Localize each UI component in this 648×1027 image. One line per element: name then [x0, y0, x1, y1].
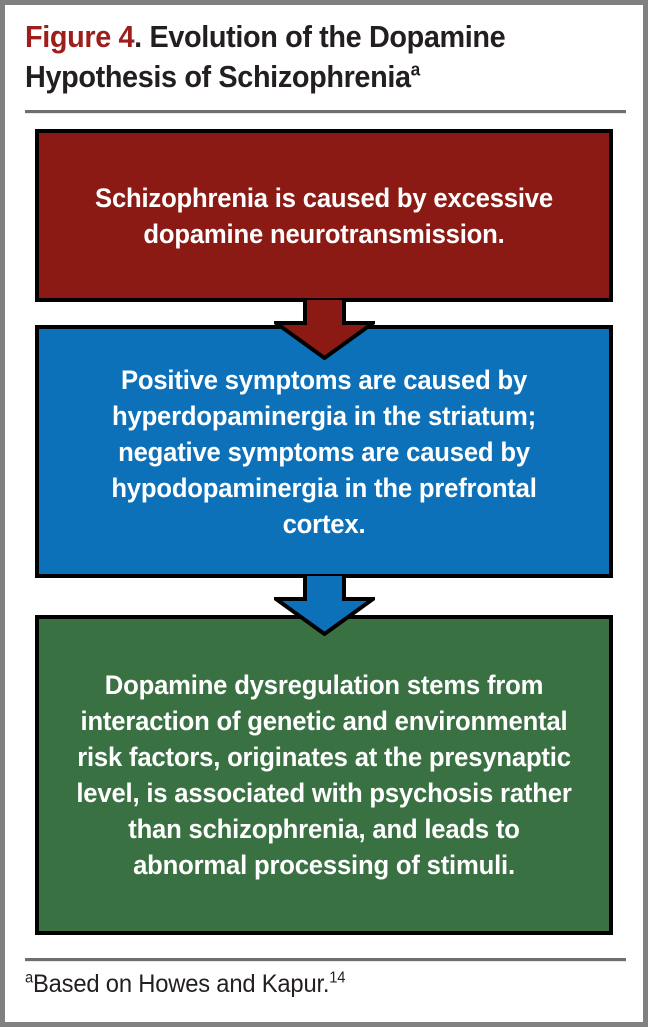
figure-title-text: Evolution of the Dopamine Hypothesis of … [25, 19, 506, 94]
figure-title: Figure 4. Evolution of the Dopamine Hypo… [25, 17, 583, 97]
footnote-reference: 14 [329, 969, 346, 987]
flow-box-hypothesis-1-text: Schizophrenia is caused by excessive dop… [95, 182, 553, 249]
footnote-divider [25, 958, 626, 962]
figure-footnote: aBased on Howes and Kapur.14 [25, 968, 595, 1000]
figure-label: Figure 4 [25, 19, 135, 54]
flow-arrow-down-red [274, 298, 375, 360]
flow-box-hypothesis-2-text: Positive symptoms are caused by hyperdop… [111, 364, 537, 539]
flow-box-hypothesis-2: Positive symptoms are caused by hyperdop… [35, 325, 613, 578]
figure-page: Figure 4. Evolution of the Dopamine Hypo… [5, 5, 643, 1022]
title-divider [25, 110, 626, 114]
flow-arrow-down-blue [274, 574, 375, 636]
flow-box-hypothesis-1: Schizophrenia is caused by excessive dop… [35, 129, 613, 302]
footnote-marker: a [25, 969, 34, 987]
flow-box-hypothesis-3: Dopamine dysregulation stems from intera… [35, 615, 613, 935]
footnote-text: Based on Howes and Kapur. [33, 970, 330, 998]
figure-title-separator: . [134, 19, 150, 54]
figure-title-footnote-marker: a [410, 58, 421, 80]
flow-box-hypothesis-3-text: Dopamine dysregulation stems from intera… [76, 670, 572, 880]
